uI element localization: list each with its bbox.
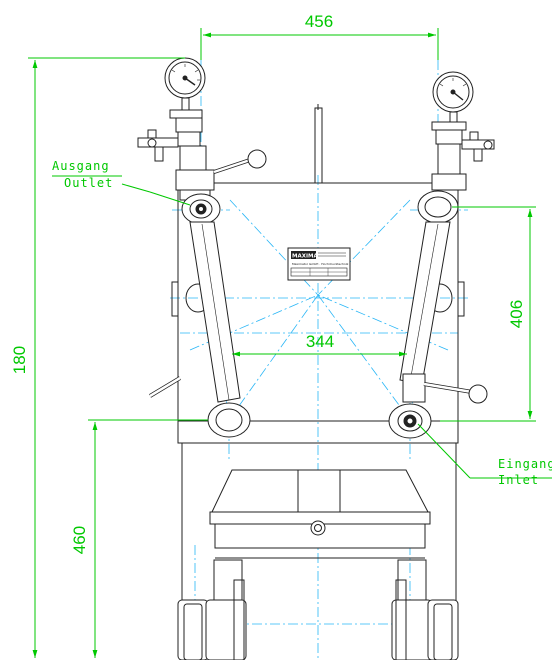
dimension-inner-width: 344 [306,332,334,351]
inlet-label-en: Inlet [498,473,539,487]
left-wheel [177,599,209,660]
nameplate: MAXIMATOR Maximator GmbH · Hochdrucktech… [287,247,351,281]
dimension-total-height: 180 [10,346,29,374]
dimension-right-height: 406 [507,300,526,328]
dimension-top-width: 456 [305,12,333,31]
outlet-label-de: Ausgang [52,159,110,173]
left-pipe-assembly [137,57,267,438]
cart-base [177,443,459,660]
inlet-label-de: Eingang [498,457,552,471]
right-wheel [391,599,433,660]
dimension-inlet-height: 460 [70,526,89,554]
nameplate-caption: Maximator GmbH · Hochdrucktechnik [292,262,349,266]
dimensions [28,28,552,658]
outlet-label-en: Outlet [64,176,113,190]
right-pipe-assembly [388,71,495,439]
nameplate-logo: MAXIMATOR [292,254,331,260]
